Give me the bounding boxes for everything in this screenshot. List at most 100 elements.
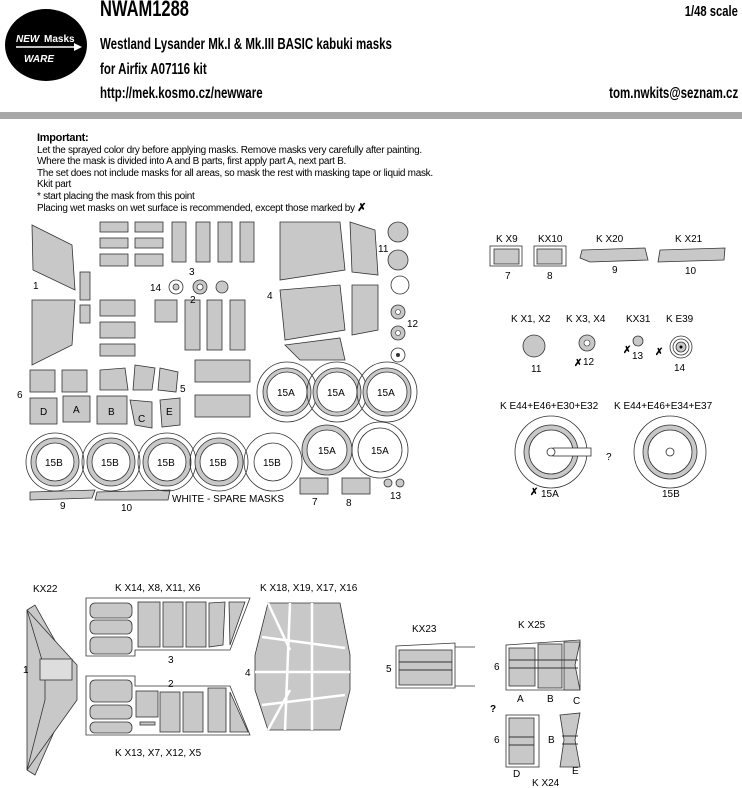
mask-shape	[672, 338, 690, 356]
wheel-label: 15A	[371, 446, 389, 457]
mask-shape	[196, 283, 204, 291]
part-number: 8	[547, 271, 553, 282]
mask-shape	[189, 432, 249, 492]
mask-shape	[61, 369, 88, 393]
mask-shape	[533, 245, 567, 267]
kit-part-label: K X1, X2	[511, 314, 551, 325]
mask-shape	[199, 442, 239, 482]
mask-shape	[579, 247, 649, 263]
mask-shape	[351, 284, 379, 336]
mask-shape	[665, 447, 675, 457]
mask-shape	[215, 280, 229, 294]
mask-shape	[135, 690, 159, 718]
mask-shape	[157, 367, 179, 393]
kit-part-label: K X21	[675, 234, 703, 245]
mask-shape	[81, 432, 141, 492]
part-letter: C	[573, 696, 580, 707]
mask-shape	[284, 337, 346, 361]
mask-shape	[132, 364, 156, 391]
instruction-line: Placing wet masks on wet surface is reco…	[37, 202, 355, 214]
part-number: 6	[494, 662, 500, 673]
divider	[0, 112, 742, 119]
mask-shape	[398, 649, 453, 686]
mask-shape	[522, 334, 546, 358]
kit-part-label: KX22	[33, 584, 58, 595]
mask-shape	[356, 361, 418, 423]
part-number: 6	[17, 390, 23, 401]
mask-shape	[91, 442, 131, 482]
website-link[interactable]: http://mek.kosmo.cz/newware	[100, 85, 263, 102]
part-number: 11	[378, 244, 389, 255]
mask-shape	[383, 478, 393, 488]
wheel-masks-15b	[25, 432, 303, 492]
mask-shape	[99, 343, 136, 357]
wheel-label: 15A	[277, 388, 295, 399]
mask-shape	[35, 442, 75, 482]
mask-shape	[669, 335, 693, 359]
mask-shape	[349, 221, 379, 276]
mask-shape	[255, 602, 350, 731]
part-number: 2	[190, 295, 196, 306]
mask-shape	[207, 687, 227, 733]
product-code: NWAM1288	[100, 0, 189, 21]
wheel-label: 15B	[662, 489, 680, 500]
kit-part-label: K X13, X7, X12, X5	[115, 748, 202, 759]
mask-shape	[89, 602, 133, 619]
mask-shape	[79, 271, 91, 301]
mask-shape	[229, 299, 246, 351]
instruction-line: * start placing the mask from this point	[37, 190, 195, 202]
part-number: 14	[150, 283, 162, 294]
mask-shape	[29, 369, 56, 393]
part-number: 4	[267, 291, 273, 302]
mask-shape	[552, 447, 592, 457]
kit-part-label: K X3, X4	[566, 314, 606, 325]
part-number: 12	[583, 357, 595, 368]
kit-part-label: K X14, X8, X11, X6	[115, 583, 201, 594]
mask-shape	[79, 304, 91, 324]
kit-part-label: K E44+E46+E34+E37	[614, 401, 713, 412]
mask-shape	[357, 427, 403, 473]
mask-shape	[489, 245, 523, 267]
mask-shape	[537, 643, 563, 689]
instruction-line: Kkit part	[37, 179, 71, 191]
mask-sheet	[29, 221, 410, 501]
mask-shape	[137, 601, 161, 648]
spare-masks-label: WHITE - SPARE MASKS	[172, 494, 284, 505]
mask-shape	[657, 247, 726, 263]
mask-shape	[99, 321, 136, 339]
wheel-label: 15A	[541, 489, 559, 500]
mask-shape	[172, 283, 180, 291]
part-number: 8	[346, 498, 352, 509]
sheet-labels: 1 2 3 4 5 6 7 8 9 10 11 12 13 14 D A B C…	[17, 244, 419, 514]
mask-shape	[563, 641, 581, 691]
kit-part-label: K E44+E46+E30+E32	[500, 401, 599, 412]
mask-shape	[182, 691, 204, 733]
mask-shape	[229, 691, 249, 733]
kit-part-label: K X18, X19, X17, X16	[260, 583, 358, 594]
mask-shape	[29, 397, 58, 425]
mask-shape	[89, 679, 133, 703]
part-letter: A	[517, 694, 524, 705]
no-wet-icon: ✗	[574, 358, 582, 369]
mask-shape	[29, 489, 96, 501]
question-mark: ?	[490, 704, 496, 715]
instructions-heading: Important:	[37, 132, 89, 144]
part-number: 3	[189, 267, 195, 278]
part-number: 14	[674, 363, 686, 374]
part-number: 10	[121, 503, 133, 514]
mask-shape	[194, 394, 251, 418]
mask-shape	[387, 221, 409, 243]
mask-shape	[134, 237, 164, 249]
mask-shape	[154, 299, 178, 323]
part-letter: C	[138, 414, 145, 425]
mask-shape	[159, 691, 181, 733]
kit-part-label: K X24	[532, 778, 560, 788]
mask-shape	[254, 602, 351, 731]
wheel-label: 15B	[209, 458, 227, 469]
part-number: 13	[390, 491, 402, 502]
email-link[interactable]: tom.nwkits@seznam.cz	[608, 85, 738, 102]
instruction-line: Let the sprayed color dry before applyin…	[37, 144, 422, 156]
mask-shape	[99, 237, 129, 249]
mask-shape	[366, 371, 408, 413]
